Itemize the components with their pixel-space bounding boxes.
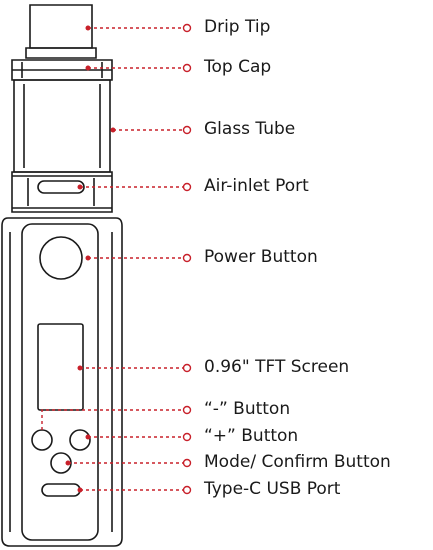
label-plus-button: “+” Button — [204, 426, 299, 446]
air-inlet-ring — [11, 171, 113, 213]
dot-drip-tip — [85, 25, 91, 31]
label-tft-screen: 0.96" TFT Screen — [204, 357, 350, 377]
label-glass-tube: Glass Tube — [204, 119, 296, 139]
drip-tip-collar — [25, 47, 97, 59]
end-minus-button — [182, 405, 192, 415]
end-power-button — [182, 253, 192, 263]
end-air-inlet — [182, 182, 192, 192]
end-glass-tube — [182, 125, 192, 135]
drip-tip-shape — [29, 4, 93, 49]
label-mode-confirm-button: Mode/ Confirm Button — [204, 452, 391, 472]
top-cap-shape — [11, 59, 113, 81]
minus-button-shape — [31, 429, 53, 451]
dot-plus-button — [85, 434, 91, 440]
label-minus-button: “-” Button — [204, 399, 291, 419]
dot-usb-port — [77, 487, 83, 493]
dot-air-inlet — [77, 184, 83, 190]
dot-tft-screen — [77, 365, 83, 371]
glass-tube-shape — [13, 79, 111, 173]
power-button-shape — [39, 236, 83, 280]
label-top-cap: Top Cap — [204, 57, 272, 77]
end-usb-port — [182, 485, 192, 495]
dot-glass-tube — [110, 127, 116, 133]
end-mode-button — [182, 458, 192, 468]
dot-power-button — [85, 255, 91, 261]
label-air-inlet-port: Air-inlet Port — [204, 176, 309, 196]
label-power-button: Power Button — [204, 247, 318, 267]
leader-lines — [41, 27, 183, 491]
device-outline — [1, 4, 123, 547]
usb-port-shape — [41, 483, 81, 497]
plus-button-shape — [69, 429, 91, 451]
tft-screen-shape — [37, 323, 84, 411]
leader-dots — [65, 25, 116, 493]
dot-mode-button — [65, 460, 71, 466]
end-plus-button — [182, 432, 192, 442]
label-type-c-usb-port: Type-C USB Port — [204, 479, 341, 499]
mod-body — [1, 217, 123, 547]
end-tft-screen — [182, 363, 192, 373]
dot-top-cap — [85, 65, 91, 71]
leader-minus-button — [41, 409, 183, 430]
end-drip-tip — [182, 23, 192, 33]
air-inlet-slot — [37, 180, 85, 194]
leader-end-circles — [182, 23, 192, 495]
mod-front-panel — [21, 223, 99, 541]
end-top-cap — [182, 63, 192, 73]
label-drip-tip: Drip Tip — [204, 17, 271, 37]
